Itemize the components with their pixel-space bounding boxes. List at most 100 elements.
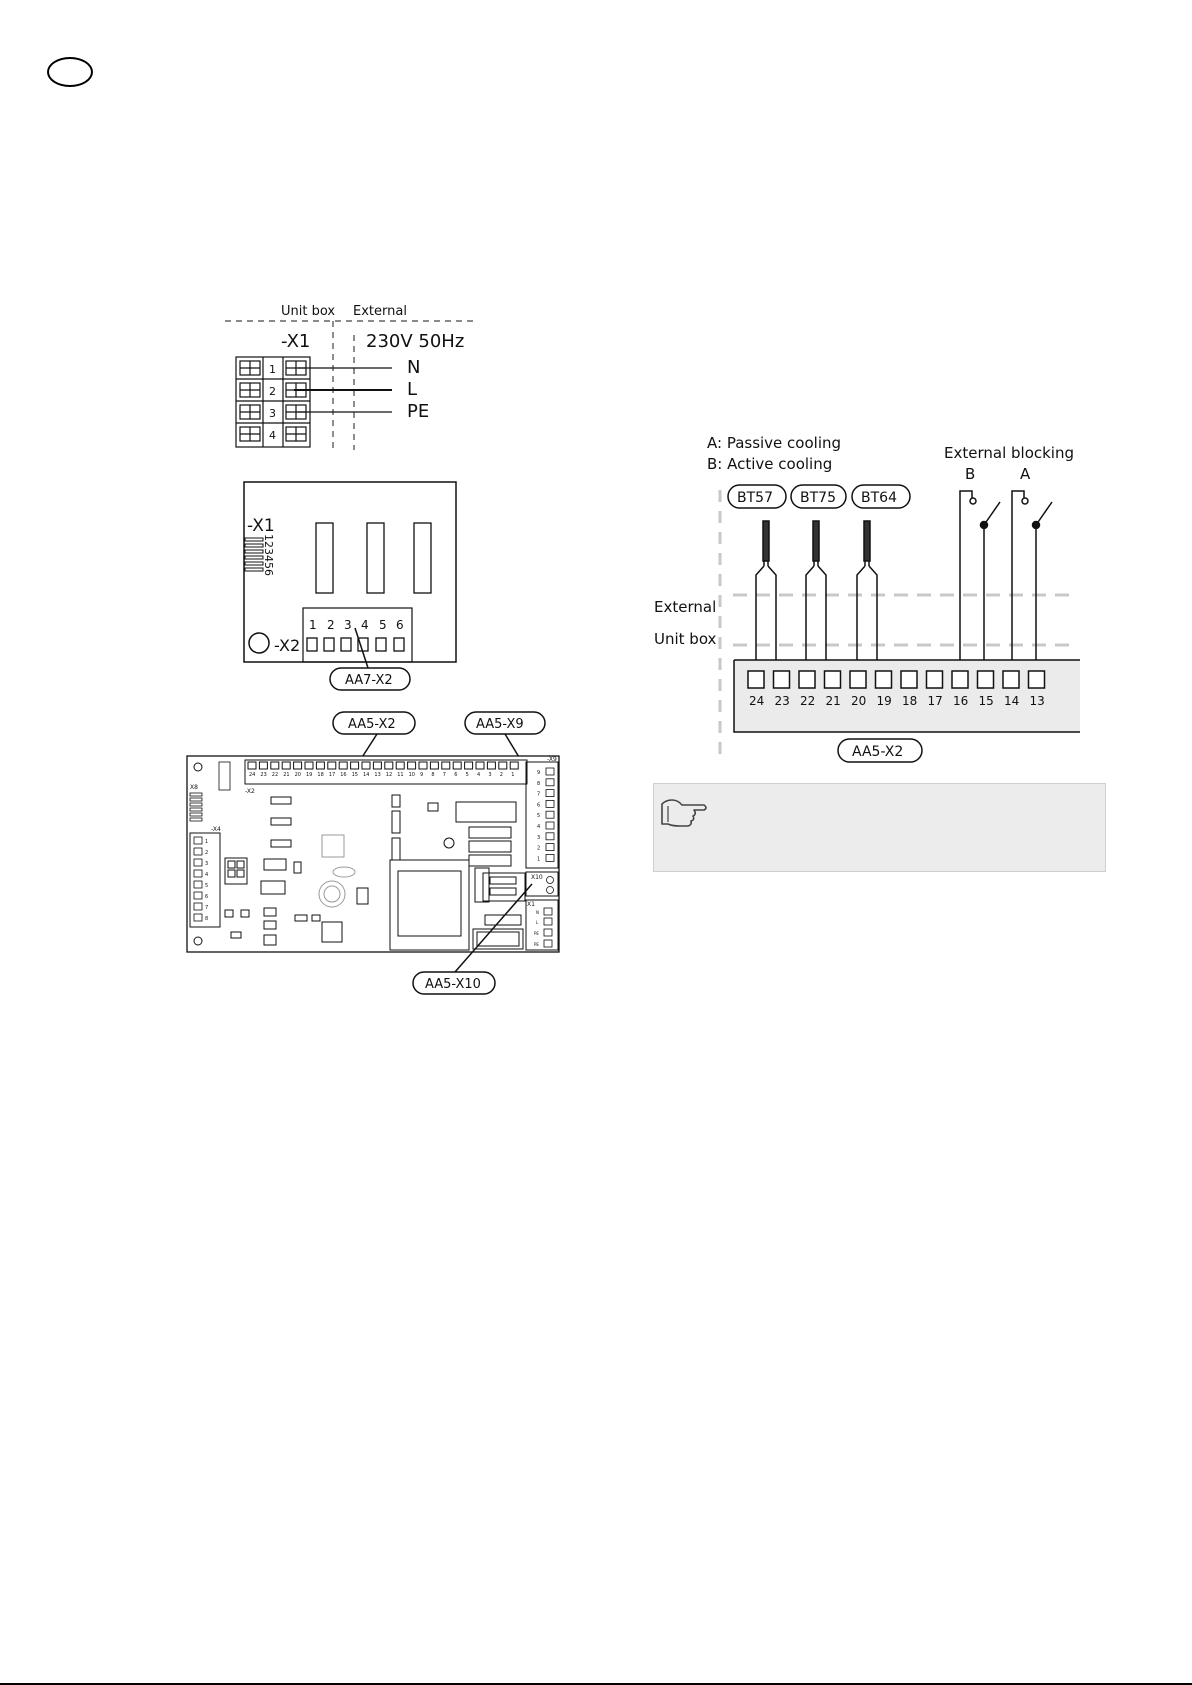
legend-active: B: Active cooling xyxy=(707,455,832,473)
aa5-x9-callout: AA5-X9 xyxy=(476,717,524,732)
x2-terminal-number: 9 xyxy=(420,772,423,778)
x9-terminal-number: 6 xyxy=(537,802,540,808)
x9-terminal-number: 2 xyxy=(537,846,540,852)
x2-terminal xyxy=(418,761,428,770)
x4-terminal xyxy=(193,891,203,900)
x9-terminal-number: 4 xyxy=(537,824,540,830)
x2-terminal xyxy=(338,761,348,770)
unit-box-label: Unit box xyxy=(281,304,335,319)
x2-terminal xyxy=(361,761,371,770)
x1-pin-pe1: PE xyxy=(534,931,539,936)
x2-terminal xyxy=(247,761,257,770)
x2-terminal-number: 3 xyxy=(488,772,491,778)
relay-x2-label: -X2 xyxy=(274,636,300,655)
cooling-terminal xyxy=(874,670,893,689)
terminal-3: 3 xyxy=(269,407,276,420)
sensor-probes xyxy=(755,520,878,680)
x2-terminal-number: 8 xyxy=(431,772,434,778)
cooling-terminal xyxy=(1002,670,1020,689)
x2-terminal xyxy=(475,761,485,770)
x2-terminal xyxy=(258,761,268,770)
x1-power-terminals xyxy=(543,907,553,948)
x2-terminal xyxy=(429,761,439,770)
relay-x1-numbers: 123456 xyxy=(262,534,275,576)
cooling-terminal xyxy=(1027,670,1046,689)
x2-pin-3: 3 xyxy=(344,618,352,632)
x2-terminal xyxy=(441,761,451,770)
terminal-2: 2 xyxy=(269,385,276,398)
x4-terminal-strip xyxy=(193,836,203,922)
x4-terminal-number: 4 xyxy=(205,872,208,878)
terminal-1: 1 xyxy=(269,363,276,376)
relays xyxy=(315,522,432,594)
x2-pin-2: 2 xyxy=(327,618,335,632)
x2-terminal-strip xyxy=(247,761,519,770)
x9-terminal xyxy=(545,832,555,841)
unit-box-zone-label: Unit box xyxy=(654,630,717,648)
x9-terminal xyxy=(545,767,555,776)
cooling-terminal xyxy=(925,670,944,689)
x4-terminal-number: 1 xyxy=(205,839,208,845)
sensor-bt57: BT57 xyxy=(737,490,773,506)
conductor-pe: PE xyxy=(407,401,429,422)
external-label: External xyxy=(353,304,407,319)
x2-pin-5: 5 xyxy=(379,618,387,632)
x2-terminal xyxy=(327,761,337,770)
cooling-terminal-number: 21 xyxy=(826,694,841,708)
x2-terminal-number: 19 xyxy=(306,772,312,778)
x2-terminal xyxy=(350,761,360,770)
x9-terminal xyxy=(545,810,555,819)
x1-pin-n: N xyxy=(536,910,539,915)
x4-terminal xyxy=(193,902,203,911)
x4-terminal xyxy=(193,847,203,856)
cooling-terminal-number: 22 xyxy=(800,694,815,708)
cooling-terminal xyxy=(823,670,842,689)
x9-terminal-number: 1 xyxy=(537,856,540,862)
x2-terminal xyxy=(498,761,508,770)
x1-terminal-label: -X1 xyxy=(281,331,310,352)
relay-board-aa7: -X1 123456 -X2 1 2 3 4 5 6 AA7-X2 xyxy=(243,481,457,691)
x2-terminal-number: 18 xyxy=(317,772,323,778)
x2-pin-6: 6 xyxy=(396,618,404,632)
cooling-terminal-number: 20 xyxy=(851,694,866,708)
x2-terminal xyxy=(315,761,325,770)
x2-terminal xyxy=(304,761,314,770)
x1-label: X1 xyxy=(527,901,535,908)
x2-terminal-number: 2 xyxy=(500,772,503,778)
mounting-hole xyxy=(248,632,270,654)
x2-terminal-number: 13 xyxy=(374,772,380,778)
x10-label: X10 xyxy=(531,874,543,881)
x9-terminal-number: 3 xyxy=(537,835,540,841)
cooling-terminal-number: 18 xyxy=(902,694,917,708)
x2-terminal-number: 24 xyxy=(249,772,255,778)
cooling-terminal-number: 19 xyxy=(877,694,892,708)
x9-terminal-number: 5 xyxy=(537,813,540,819)
x9-terminal-number: 9 xyxy=(537,770,540,776)
cooling-terminal xyxy=(951,670,969,689)
x4-terminal xyxy=(193,880,203,889)
aa7-x2-callout: AA7-X2 xyxy=(345,673,393,688)
sensor-bt75: BT75 xyxy=(800,490,836,506)
x4-terminal-number: 5 xyxy=(205,883,208,889)
relay-x1-connector xyxy=(244,537,264,572)
cooling-terminal-number: 24 xyxy=(749,694,764,708)
board-components xyxy=(224,794,524,951)
x9-terminal xyxy=(545,853,555,862)
cooling-terminal xyxy=(849,670,867,689)
x2-terminal xyxy=(293,761,303,770)
cooling-terminal-number: 16 xyxy=(953,694,968,708)
aa5-x10-callout: AA5-X10 xyxy=(425,977,481,992)
x2-terminal xyxy=(270,761,280,770)
x2-terminal xyxy=(464,761,474,770)
power-supply-diagram: Unit box External -X1 230V 50Hz 1 2 3 4 … xyxy=(225,304,475,450)
x9-terminal xyxy=(545,821,555,830)
x2-pin-4: 4 xyxy=(361,618,369,632)
x4-terminal-number: 3 xyxy=(205,861,208,867)
cooling-terminal xyxy=(747,670,765,689)
x2-terminal-number: 23 xyxy=(260,772,266,778)
x2-terminal-number: 14 xyxy=(363,772,369,778)
cooling-wiring-diagram: A: Passive cooling B: Active cooling Ext… xyxy=(654,434,1080,763)
x4-terminal-number: 2 xyxy=(205,850,208,856)
cooling-terminal xyxy=(900,670,918,689)
